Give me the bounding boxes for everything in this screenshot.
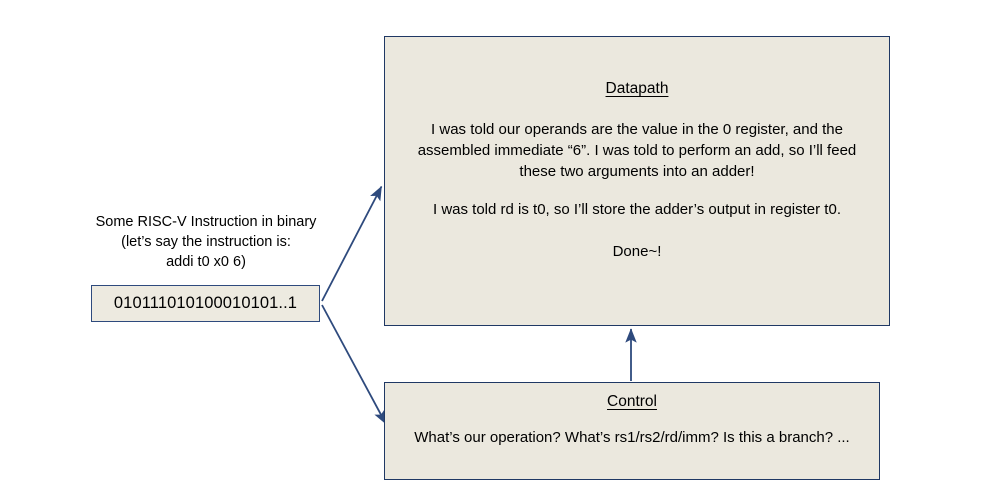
- control-title: Control: [607, 393, 657, 410]
- control-box[interactable]: Control What’s our operation? What’s rs1…: [384, 382, 880, 480]
- datapath-paragraph-3: Done~!: [612, 243, 662, 260]
- control-paragraph-1: What’s our operation? What’s rs1/rs2/rd/…: [414, 429, 850, 446]
- arrow-instruction-to-control: [321, 304, 387, 425]
- binary-instruction-box[interactable]: 010111010100010101..1: [91, 285, 320, 322]
- instruction-source-label: Some RISC-V Instruction in binary (let’s…: [95, 214, 317, 270]
- binary-instruction-value: 010111010100010101..1: [113, 294, 298, 312]
- datapath-paragraph-2: I was told rd is t0, so I’ll store the a…: [433, 201, 841, 218]
- datapath-box[interactable]: Datapath I was told our operands are the…: [384, 36, 890, 326]
- datapath-title: Datapath: [605, 80, 669, 97]
- datapath-paragraph-1: I was told our operands are the value in…: [417, 121, 857, 180]
